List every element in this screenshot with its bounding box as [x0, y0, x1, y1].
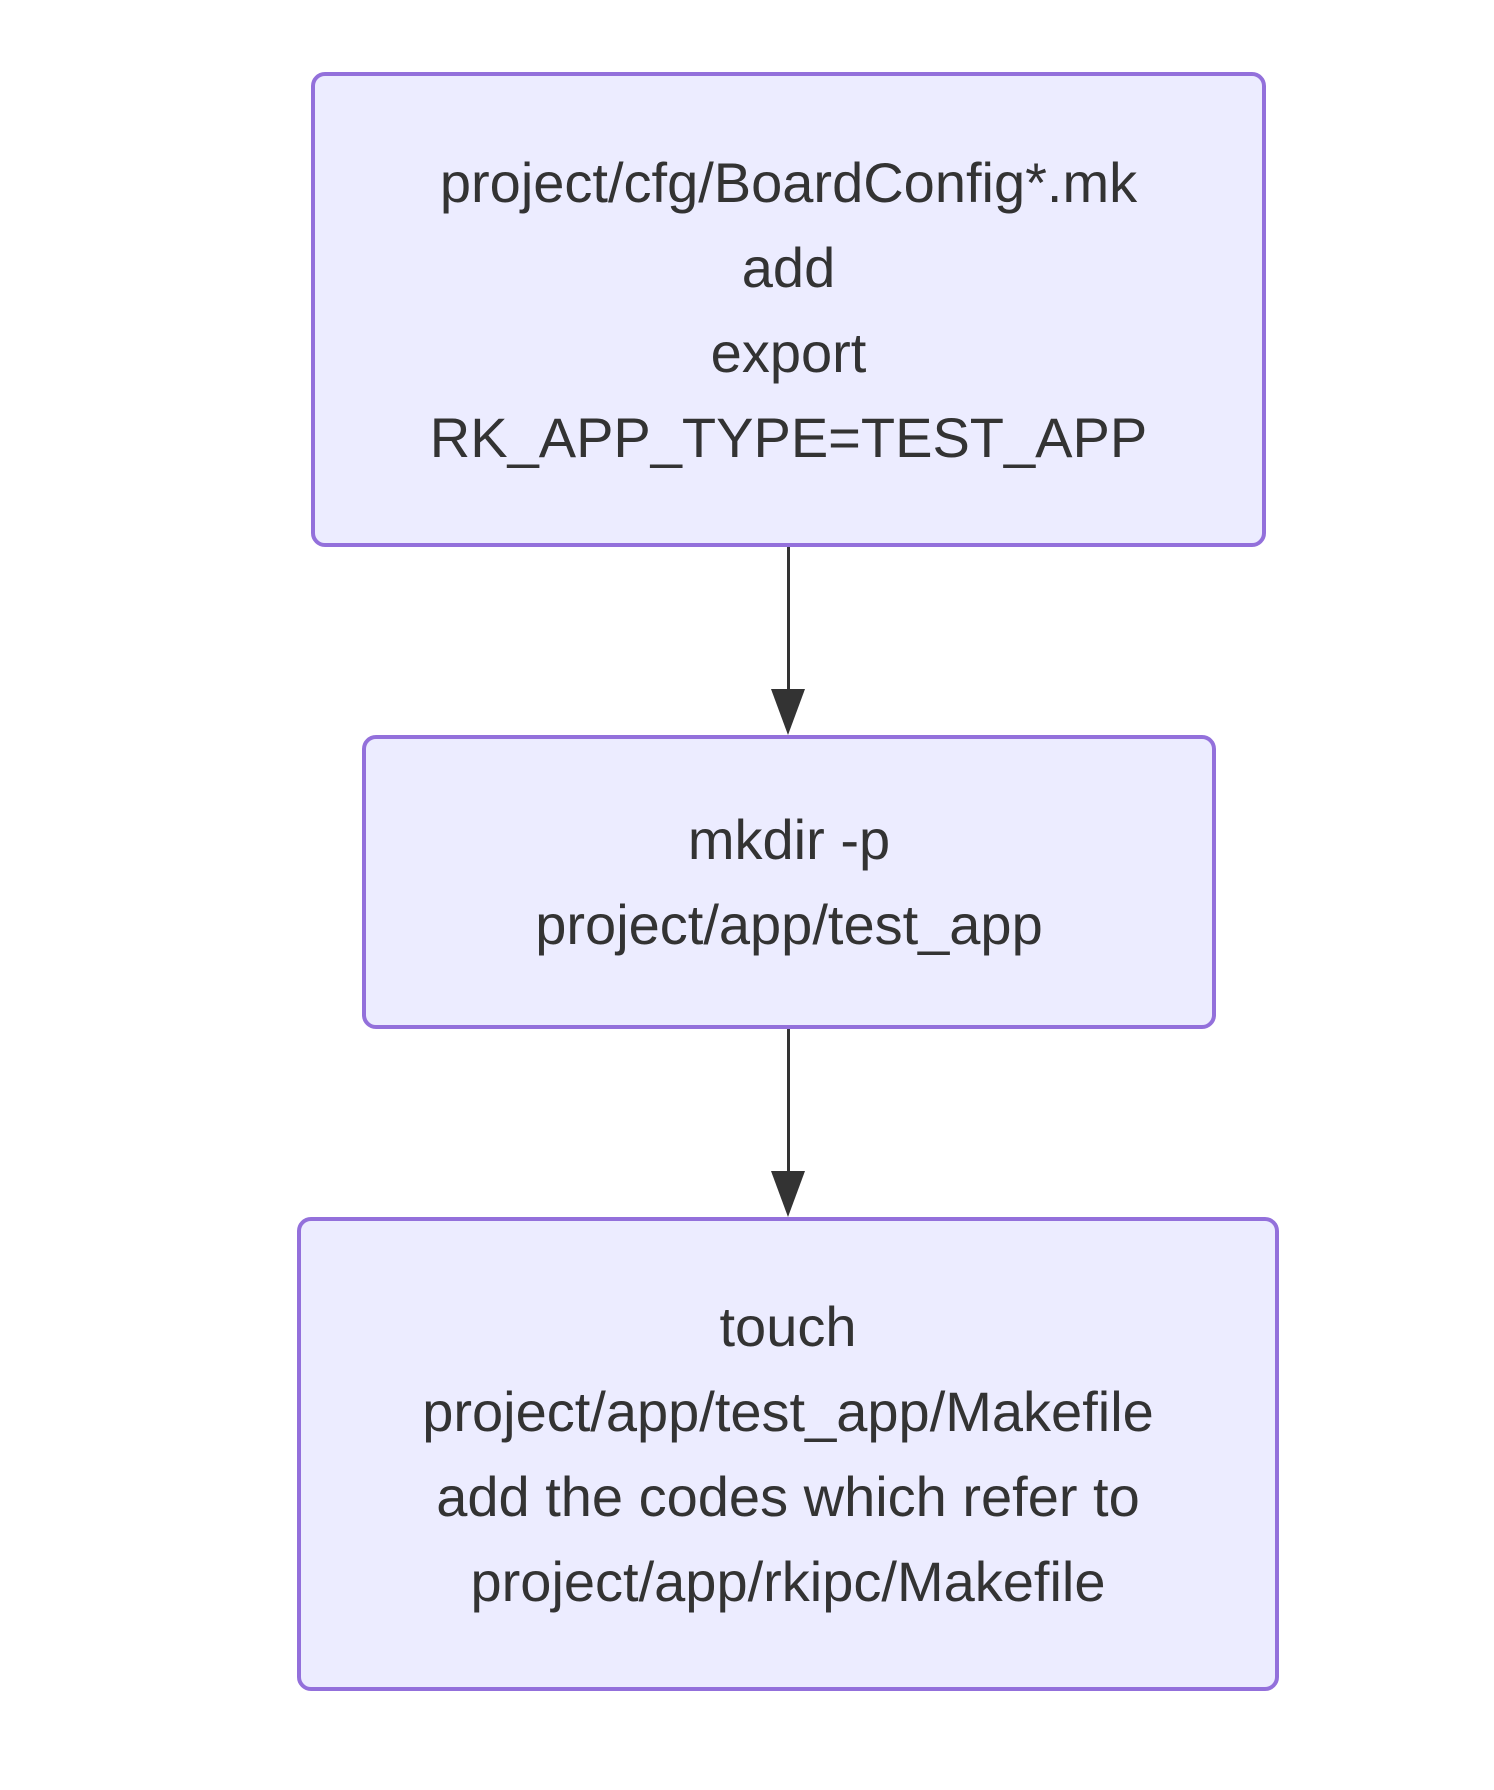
node-text-line: project/app/rkipc/Makefile [470, 1550, 1106, 1613]
node-text-line: project/app/test_app/Makefile [422, 1380, 1154, 1443]
arrowhead-down-icon [771, 1171, 805, 1217]
flow-edge-2 [771, 1029, 805, 1217]
node-text-line: project/cfg/BoardConfig*.mk [439, 150, 1138, 214]
flowchart-node-mkdir: mkdir -p project/app/test_app [362, 735, 1216, 1029]
node-text-line: export [710, 320, 867, 384]
arrowhead-down-icon [771, 689, 805, 735]
node-text-line: add the codes which refer to [436, 1465, 1140, 1528]
edge-line [786, 1029, 790, 1171]
edge-line [786, 547, 790, 689]
node-text-line: mkdir -p [687, 808, 891, 871]
flow-edge-1 [771, 547, 805, 735]
node-text-line: touch [719, 1295, 857, 1358]
node-text-line: RK_APP_TYPE=TEST_APP [429, 405, 1148, 469]
flowchart-node-touch-makefile: touch project/app/test_app/Makefile add … [297, 1217, 1279, 1691]
node-text-line: add [741, 235, 836, 299]
flowchart-node-boardconfig: project/cfg/BoardConfig*.mk add export R… [311, 72, 1266, 547]
node-text-line: project/app/test_app [535, 893, 1043, 956]
